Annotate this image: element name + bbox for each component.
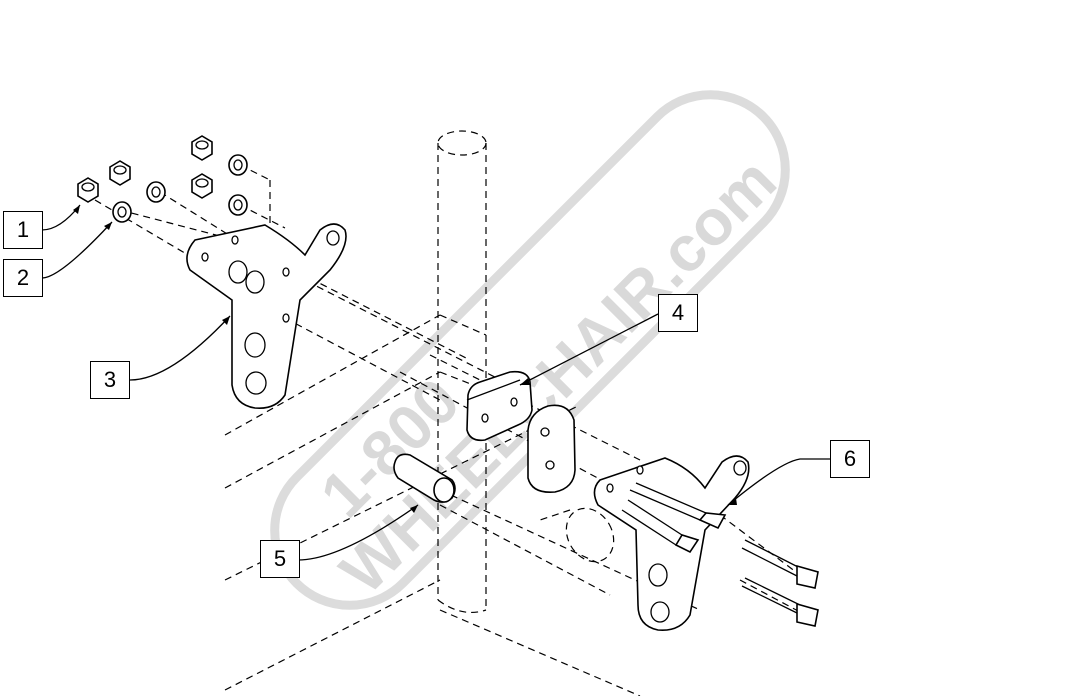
bolts	[621, 482, 819, 627]
right-bracket-plate	[593, 455, 750, 632]
callout-2: 2	[3, 259, 43, 297]
leader-lines	[41, 204, 830, 561]
callout-3: 3	[90, 361, 130, 399]
callout-4: 4	[658, 294, 698, 332]
callout-5: 5	[260, 540, 300, 578]
vertical-frame-tube	[437, 130, 487, 613]
nuts-and-washers	[77, 135, 248, 223]
spacer-block	[466, 370, 533, 442]
assembly-lines	[94, 164, 801, 613]
callout-1: 1	[3, 211, 43, 249]
bushing	[393, 453, 456, 503]
second-spacer	[527, 404, 576, 494]
watermark: 1-800 WHEELCHAIR.com	[270, 90, 790, 610]
callout-6: 6	[830, 440, 870, 478]
left-bracket-plate	[186, 223, 347, 410]
